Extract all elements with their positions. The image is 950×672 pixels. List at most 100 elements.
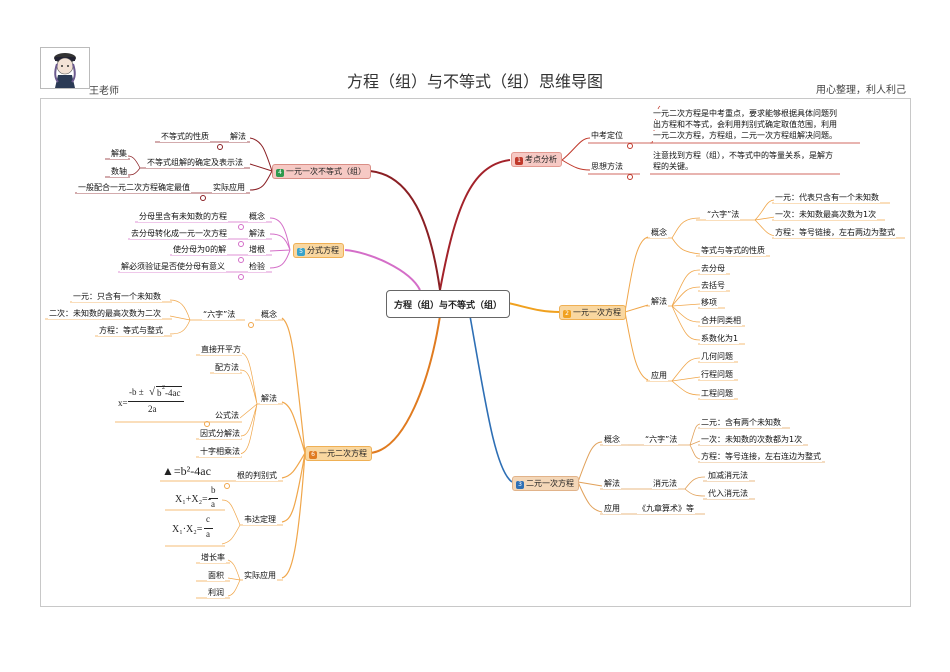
t3-xiaoyuan-item-1: 加减消元法 <box>707 471 749 481</box>
topic-number-badge: 3 <box>516 481 524 489</box>
t2-yingyong-item-2: 行程问题 <box>700 370 734 380</box>
vieta-product-num: c <box>206 514 210 524</box>
link-t1-sixiang <box>561 159 591 171</box>
link-t2-jiefa <box>624 304 649 313</box>
link-center-t1 <box>439 159 511 291</box>
t6-shiji-item-3: 利润 <box>207 588 225 598</box>
link-t4-xingzhi <box>249 137 273 172</box>
node-t4-shiji: 实际应用 <box>212 183 246 193</box>
t3-liuzi-item-1: 二元：含有两个未知数 <box>700 418 782 428</box>
zhongkao-line-3: 一元二次方程，方程组，二元一次方程组解决问题。 <box>652 131 838 141</box>
link-t6-weida <box>281 452 306 523</box>
node-t3-jiefa: 解法 <box>603 479 621 489</box>
link-jiefa-items <box>671 269 701 341</box>
t3-liuzi-item-3: 方程：等号连接，左右连边为整式 <box>700 452 822 462</box>
link-t6-panbie <box>281 452 306 479</box>
node-sixiang: 思想方法 <box>590 162 624 172</box>
link-center-t2 <box>507 302 561 313</box>
avatar-icon <box>54 53 76 88</box>
t6-liuzi-item-3: 方程：等式与整式 <box>98 326 164 336</box>
t2-jiefa-item-4: 合并同类相 <box>700 316 742 326</box>
node-t2-gainian: 概念 <box>650 228 668 238</box>
vieta-sum: X₁+X₂=- b a <box>175 485 225 512</box>
link-liuzi-items <box>754 199 776 237</box>
sqrt-icon: √ <box>149 386 156 398</box>
t2-jiefa-item-2: 去括号 <box>700 281 726 291</box>
node-t3-xiaoyuan: 消元法 <box>652 479 678 489</box>
dot-icon <box>217 135 223 154</box>
t5-row-3-right: 增根 <box>248 245 266 255</box>
fraction-bar <box>128 401 184 402</box>
t2-yingyong-item-3: 工程问题 <box>700 389 734 399</box>
t3-xiaoyuan-item-2: 代入消元法 <box>707 489 749 499</box>
t5-row-2-left: 去分母转化成一元一次方程 <box>130 229 228 239</box>
topic-label: 一元二次方程 <box>319 449 367 458</box>
t5-row-4-left: 解必须验证是否使分母有意义 <box>120 262 226 272</box>
node-t4-jieji: 解集 <box>110 149 128 159</box>
dot-icon <box>238 232 244 251</box>
topic-number-badge: 2 <box>563 310 571 318</box>
link-t6-gainian <box>281 317 306 454</box>
link-gainian-liuzi <box>671 217 701 239</box>
link-t3-gainian <box>577 441 603 483</box>
t3-liuzi-item-2: 一次：未知数的次数都为1次 <box>700 435 804 445</box>
node-t2-dengshi: 等式与等式的性质 <box>700 246 766 256</box>
vieta-sum-lhs: X₁+X₂=- <box>175 494 212 505</box>
topic-number-badge: 4 <box>276 169 284 177</box>
link-t1-zhongkao <box>561 137 591 161</box>
link-t2-yingyong <box>624 311 649 381</box>
sixiang-line-2: 程的关键。 <box>652 162 694 172</box>
dot-icon <box>627 134 633 153</box>
t6-jiefa-item-4: 因式分解法 <box>199 429 241 439</box>
t6-shiji-item-2: 面积 <box>207 571 225 581</box>
link-yingyong-items <box>671 357 701 396</box>
t2-jiefa-item-5: 系数化为1 <box>700 334 740 344</box>
topic-label: 分式方程 <box>307 246 339 255</box>
zhongkao-line-1: 一元二次方程是中考重点，要求能够根据具体问题列 <box>652 109 838 119</box>
node-t4-shuzhou: 数轴 <box>110 167 128 177</box>
topic-number-badge: 5 <box>297 248 305 256</box>
t5-row-4-right: 检验 <box>248 262 266 272</box>
mindmap-frame <box>40 98 911 607</box>
t6-jiefa-item-5: 十字相乘法 <box>199 447 241 457</box>
t6-jiefa-item-3: 公式法 <box>214 411 240 421</box>
dot-icon <box>224 474 230 493</box>
topic-label: 二元一次方程 <box>526 479 574 488</box>
t6-jiefa-item-2: 配方法 <box>214 363 240 373</box>
t5-row-3-left: 使分母为0的解 <box>172 245 228 255</box>
dot-icon <box>248 313 254 332</box>
link-center-t5 <box>344 249 421 291</box>
link-t4-queding <box>249 163 273 172</box>
page-title: 方程（组）与不等式（组）思维导图 <box>346 72 603 91</box>
sixiang-line-1: 注意找到方程（组），不等式中的等量关系，是解方 <box>652 151 834 161</box>
node-t6-shiji: 实际应用 <box>243 571 277 581</box>
link-t6-shiji <box>281 452 306 579</box>
node-t6-gainian: 概念 <box>260 310 278 320</box>
t2-jiefa-item-3: 移项 <box>700 298 718 308</box>
formula-radicand-b: b <box>157 388 162 398</box>
dot-icon <box>627 165 633 184</box>
link-t6-jiefa <box>281 401 306 454</box>
teacher-name: 王老师 <box>89 86 119 97</box>
link-t2-gainian <box>624 236 649 313</box>
delta-formula: ▲=b²-4ac <box>162 464 211 478</box>
node-t6-weida: 韦达定理 <box>243 515 277 525</box>
link-t3-yingyong <box>577 481 603 513</box>
link-center-t4 <box>369 170 441 291</box>
topic-label: 一元一次方程 <box>573 308 621 317</box>
node-t2-liuzi: “六字”法 <box>706 210 741 220</box>
fraction-bar <box>209 498 218 499</box>
node-t6-liuzi: “六字”法 <box>202 310 237 320</box>
dot-icon <box>238 265 244 284</box>
vieta-product-lhs: X₁·X₂= <box>172 524 203 535</box>
formula-radicand-rest: -4ac <box>165 388 181 398</box>
node-t6-jiefa: 解法 <box>260 394 278 404</box>
vieta-product-den: a <box>206 529 210 539</box>
node-t2-jiefa: 解法 <box>650 297 668 307</box>
